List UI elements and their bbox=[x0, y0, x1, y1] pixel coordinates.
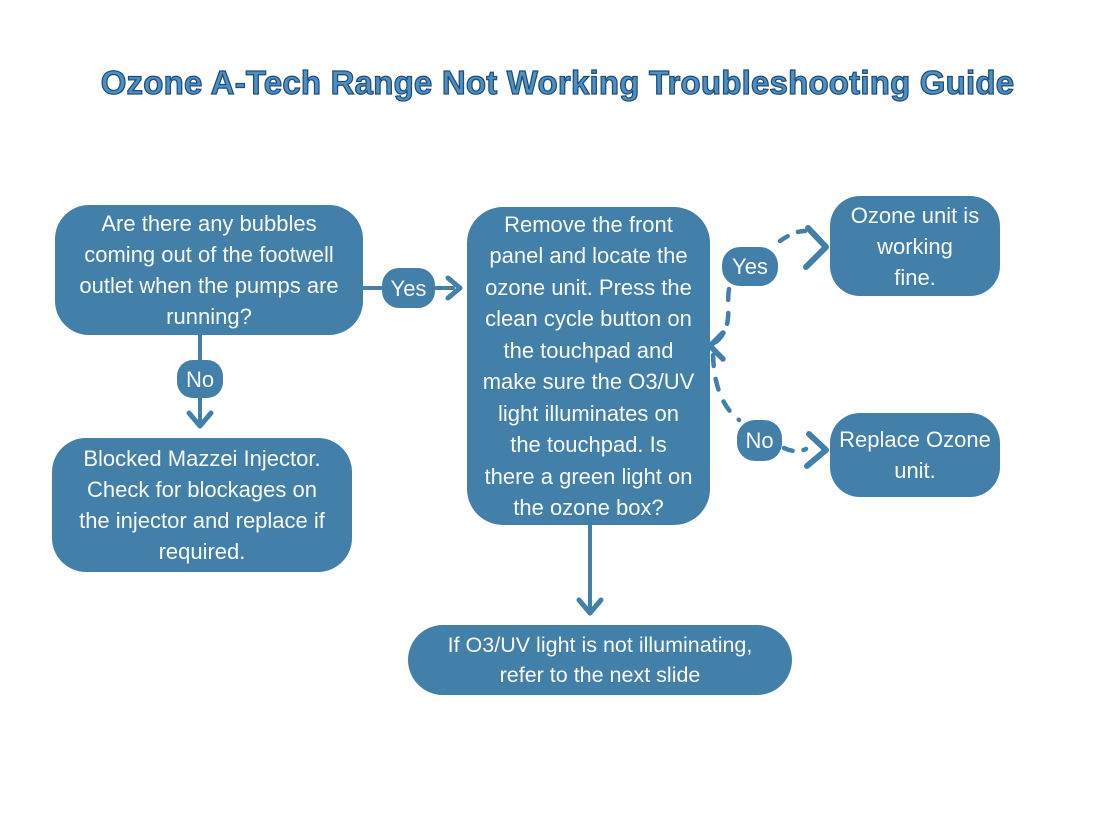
dashed-curve-junction-to-no bbox=[710, 352, 742, 423]
junction-arrow-head bbox=[707, 330, 726, 362]
arrow-check-to-next-head bbox=[576, 597, 604, 616]
arrow-no-to-blocked-head bbox=[186, 410, 214, 429]
label-yes-right: Yes bbox=[722, 247, 778, 286]
page-title: Ozone A-Tech Range Not Working Troublesh… bbox=[100, 63, 1015, 101]
label-yes-left: Yes bbox=[382, 268, 435, 308]
node-replace-ozone-unit: Replace Ozone unit. bbox=[830, 413, 1000, 497]
node-ozone-working-fine: Ozone unit is working fine. bbox=[830, 196, 1000, 296]
dashed-arrow-yes-to-fine-head bbox=[803, 225, 829, 270]
label-no-left: No bbox=[177, 360, 223, 398]
label-no-right: No bbox=[737, 420, 782, 461]
dashed-curve-yes-to-junction bbox=[713, 286, 732, 345]
arrow-yes-to-check-head bbox=[445, 275, 463, 301]
node-question-bubbles: Are there any bubbles coming out of the … bbox=[55, 205, 363, 335]
node-refer-next-slide: If O3/UV light is not illuminating, refe… bbox=[408, 625, 792, 695]
node-blocked-injector: Blocked Mazzei Injector. Check for block… bbox=[52, 438, 352, 572]
node-check-ozone-unit: Remove the front panel and locate the oz… bbox=[467, 207, 710, 525]
dashed-arrow-yes-to-fine-shaft bbox=[777, 228, 808, 244]
dashed-arrow-no-to-replace-head bbox=[804, 431, 829, 469]
dashed-arrow-no-to-replace-shaft bbox=[781, 445, 809, 454]
